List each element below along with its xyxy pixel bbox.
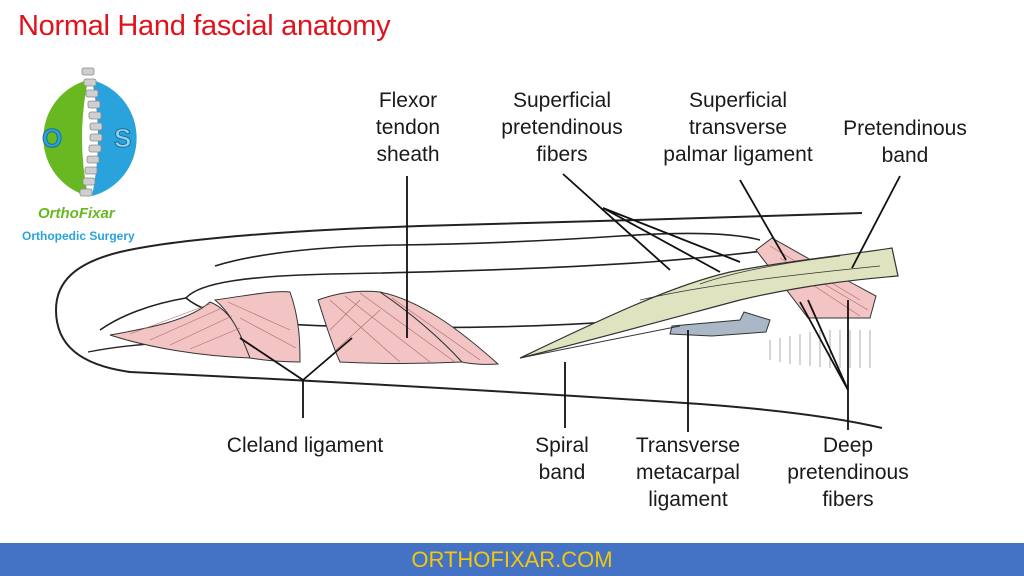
spiral-band <box>519 325 681 359</box>
finger-outline <box>54 212 883 429</box>
orthofixar-logo: O S <box>42 67 137 197</box>
leader-lines <box>239 173 901 432</box>
transverse-metacarpal-ligament <box>669 311 771 337</box>
logo-name: OrthoFixar <box>38 205 115 222</box>
logo-right-half <box>92 80 137 196</box>
label-cleland-ligament: Cleland ligament <box>226 434 384 457</box>
label-pretendinous-band: Pretendinous band <box>843 117 967 167</box>
footer-website-link[interactable]: ORTHOFIXAR.COM <box>411 547 613 572</box>
logo-letter-left: O <box>42 123 62 153</box>
finger-fascia-diagram <box>54 173 901 432</box>
tendon-outline <box>214 232 761 267</box>
flexor-tendon-sheath <box>185 249 771 299</box>
cleland-ligament <box>109 290 500 365</box>
footer-bar: ORTHOFIXAR.COM <box>0 543 1024 576</box>
cleland-hatching <box>129 292 481 363</box>
label-superficial-pretendinous-fibers: Superficial pretendinous fibers <box>501 89 623 166</box>
deep-pretendinous-fibers <box>769 330 871 368</box>
logo-letter-right: S <box>114 123 131 153</box>
slide-title: Normal Hand fascial anatomy <box>18 10 391 42</box>
label-deep-pretendinous-fibers: Deep pretendinous fibers <box>787 434 909 511</box>
label-transverse-metacarpal-ligament: Transverse metacarpal ligament <box>635 434 741 511</box>
label-flexor-tendon-sheath: Flexor tendon sheath <box>375 89 441 166</box>
label-superficial-transverse-palmar-ligament: Superficial transverse palmar ligament <box>663 89 813 166</box>
spine-icon <box>79 67 103 197</box>
logo-left-half <box>43 80 88 196</box>
logo-subtitle: Orthopedic Surgery <box>22 229 135 243</box>
label-spiral-band: Spiral band <box>535 434 589 484</box>
